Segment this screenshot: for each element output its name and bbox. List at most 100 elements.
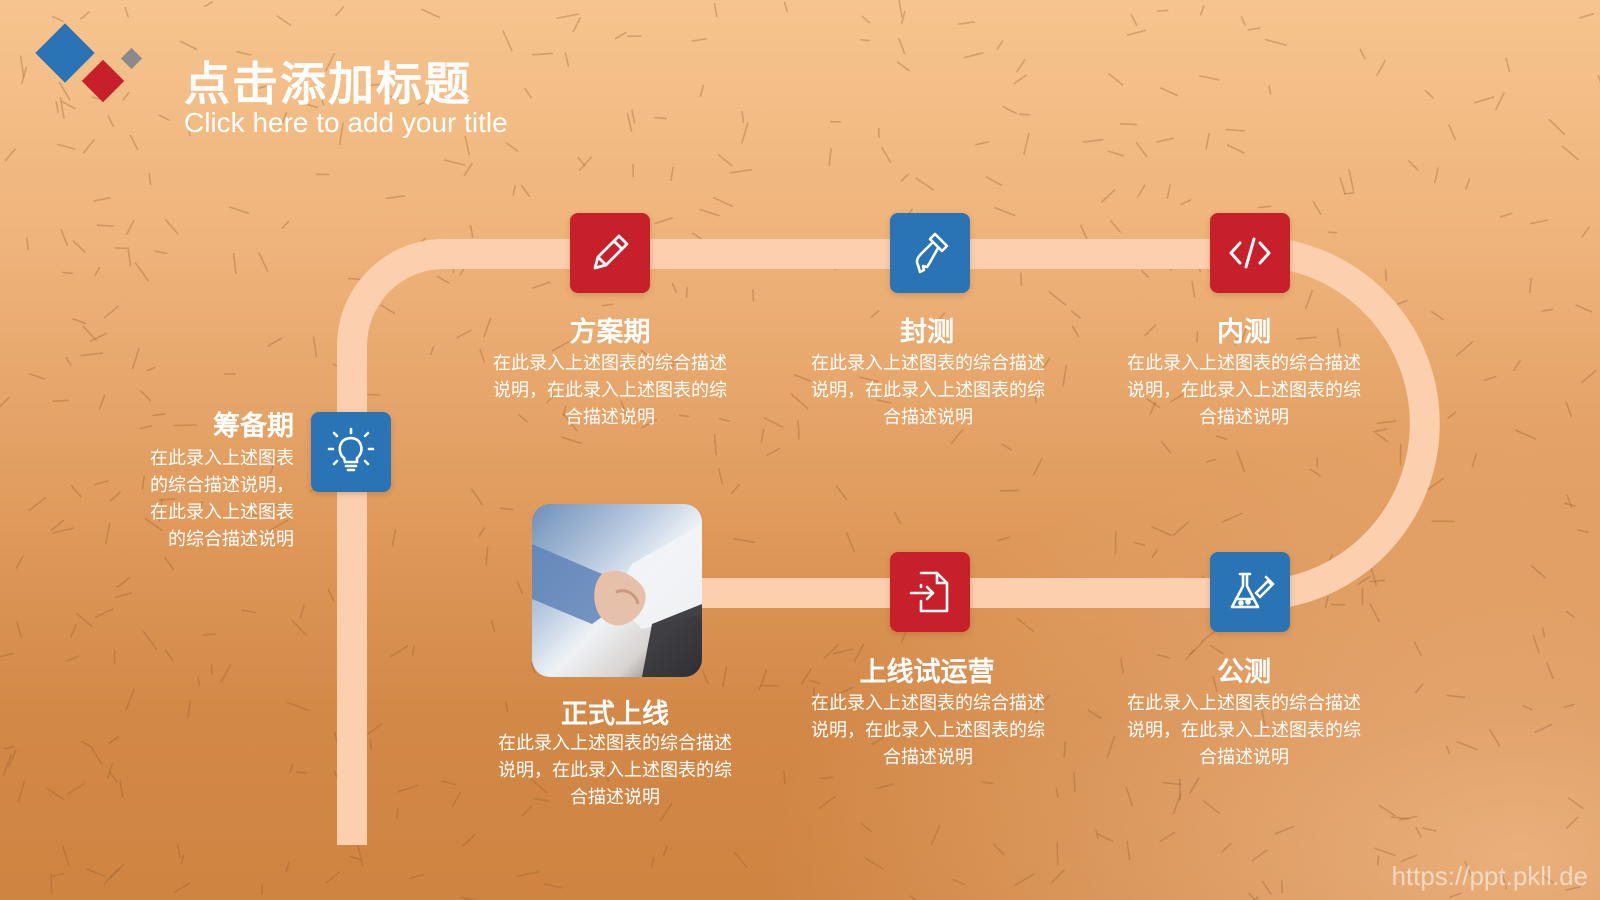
public-beta-description[interactable]: 在此录入上述图表的综合描述说明，在此录入上述图表的综合描述说明	[1127, 693, 1361, 768]
pattern-dash	[338, 122, 344, 146]
pattern-dash	[516, 871, 540, 877]
pattern-dash	[1566, 816, 1579, 829]
page-subtitle[interactable]: Click here to add your title	[184, 107, 508, 138]
pattern-dash	[65, 655, 80, 662]
pattern-dash	[731, 483, 741, 494]
pattern-dash	[1133, 541, 1146, 547]
closed-beta-description[interactable]: 在此录入上述图表的综合描述说明，在此录入上述图表的综合描述说明	[811, 353, 1045, 428]
pattern-dash	[286, 701, 309, 712]
public-beta-title[interactable]: 公测	[1217, 657, 1271, 688]
public-beta-icon-box[interactable]	[1210, 552, 1290, 632]
file-import-icon	[909, 571, 949, 613]
pattern-dash	[1408, 160, 1419, 171]
internal-beta-title[interactable]: 内测	[1217, 317, 1271, 348]
pattern-dash	[295, 771, 308, 774]
pattern-dash	[441, 780, 456, 786]
pattern-dash	[876, 783, 895, 790]
pattern-dash	[1160, 87, 1179, 97]
pattern-dash	[521, 805, 533, 817]
internal-beta-description[interactable]: 在此录入上述图表的综合描述说明，在此录入上述图表的综合描述说明	[1127, 353, 1361, 428]
prep-title[interactable]: 筹备期	[213, 411, 294, 442]
pattern-dash	[281, 220, 290, 229]
pattern-dash	[1063, 740, 1067, 758]
pattern-dash	[356, 843, 364, 866]
pattern-dash	[1541, 626, 1546, 638]
pattern-dash	[81, 740, 94, 749]
pattern-dash	[1013, 74, 1027, 85]
pattern-dash	[119, 778, 124, 799]
pattern-dash	[516, 580, 523, 594]
pattern-dash	[366, 393, 381, 396]
page-title[interactable]: 点击添加标题	[184, 57, 472, 111]
pattern-dash	[325, 871, 341, 884]
pattern-dash	[900, 10, 906, 25]
pattern-dash	[1001, 443, 1013, 451]
plan-title[interactable]: 方案期	[569, 317, 651, 348]
prep-icon-box[interactable]	[311, 412, 391, 492]
trial-operation-icon-box[interactable]	[890, 552, 970, 632]
pattern-dash	[790, 393, 809, 410]
pattern-dash	[1212, 675, 1218, 692]
launch-description[interactable]: 在此录入上述图表的综合描述说明，在此录入上述图表的综合描述说明	[498, 733, 732, 808]
pattern-dash	[1413, 640, 1422, 656]
pattern-dash	[1110, 220, 1121, 233]
launch-title[interactable]: 正式上线	[561, 699, 669, 730]
pattern-dash	[52, 399, 69, 403]
pattern-dash	[1567, 797, 1584, 810]
pattern-dash	[50, 519, 65, 532]
pattern-dash	[16, 621, 23, 638]
pattern-dash	[712, 196, 734, 207]
pattern-dash	[975, 141, 990, 146]
pattern-dash	[1055, 787, 1059, 798]
pattern-dash	[985, 176, 1003, 186]
pattern-dash	[718, 468, 724, 485]
pattern-dash	[1505, 57, 1511, 72]
pattern-dash	[620, 400, 629, 420]
pattern-dash	[1374, 847, 1396, 857]
closed-beta-icon-box[interactable]	[890, 213, 970, 293]
pattern-dash	[1369, 579, 1385, 583]
closed-beta-title[interactable]: 封测	[900, 317, 954, 348]
pattern-dash	[601, 303, 613, 307]
pattern-dash	[1161, 781, 1182, 786]
pattern-dash	[562, 413, 578, 432]
pattern-dash	[318, 88, 325, 106]
pattern-dash	[1073, 771, 1076, 793]
pattern-dash	[62, 271, 73, 275]
pattern-dash	[1257, 205, 1272, 209]
pattern-dash	[307, 103, 319, 109]
pattern-dash	[1369, 603, 1380, 623]
plan-icon-box[interactable]	[570, 213, 650, 293]
pattern-dash	[531, 281, 551, 289]
pattern-dash	[1216, 435, 1228, 441]
trial-operation-title[interactable]: 上线试运营	[859, 657, 995, 688]
pattern-dash	[556, 13, 580, 20]
pattern-dash	[349, 855, 361, 861]
pattern-dash	[94, 266, 101, 276]
pattern-dash	[65, 356, 72, 366]
pattern-dash	[96, 224, 115, 227]
pattern-dash	[0, 652, 14, 658]
code-icon	[1229, 237, 1271, 269]
pattern-dash	[276, 15, 292, 27]
pattern-dash	[654, 116, 668, 120]
pattern-dash	[1151, 525, 1172, 537]
pattern-dash	[1056, 841, 1059, 866]
pattern-dash	[718, 417, 731, 423]
pattern-dash	[963, 51, 984, 59]
pattern-dash	[505, 701, 509, 713]
pattern-dash	[1240, 15, 1246, 26]
internal-beta-icon-box[interactable]	[1210, 213, 1290, 293]
pattern-dash	[1251, 849, 1268, 862]
pattern-dash	[517, 413, 529, 423]
pattern-dash	[1170, 393, 1184, 403]
pattern-dash	[1034, 694, 1050, 714]
pattern-dash	[1135, 142, 1148, 158]
prep-description[interactable]: 在此录入上述图表的综合描述说明，在此录入上述图表的综合描述说明	[150, 448, 294, 550]
pattern-dash	[397, 784, 420, 793]
trial-operation-description[interactable]: 在此录入上述图表的综合描述说明，在此录入上述图表的综合描述说明	[811, 693, 1045, 768]
pattern-dash	[142, 630, 158, 650]
pattern-dash	[533, 797, 550, 802]
pattern-dash	[543, 882, 562, 889]
plan-description[interactable]: 在此录入上述图表的综合描述说明，在此录入上述图表的综合描述说明	[493, 353, 727, 428]
